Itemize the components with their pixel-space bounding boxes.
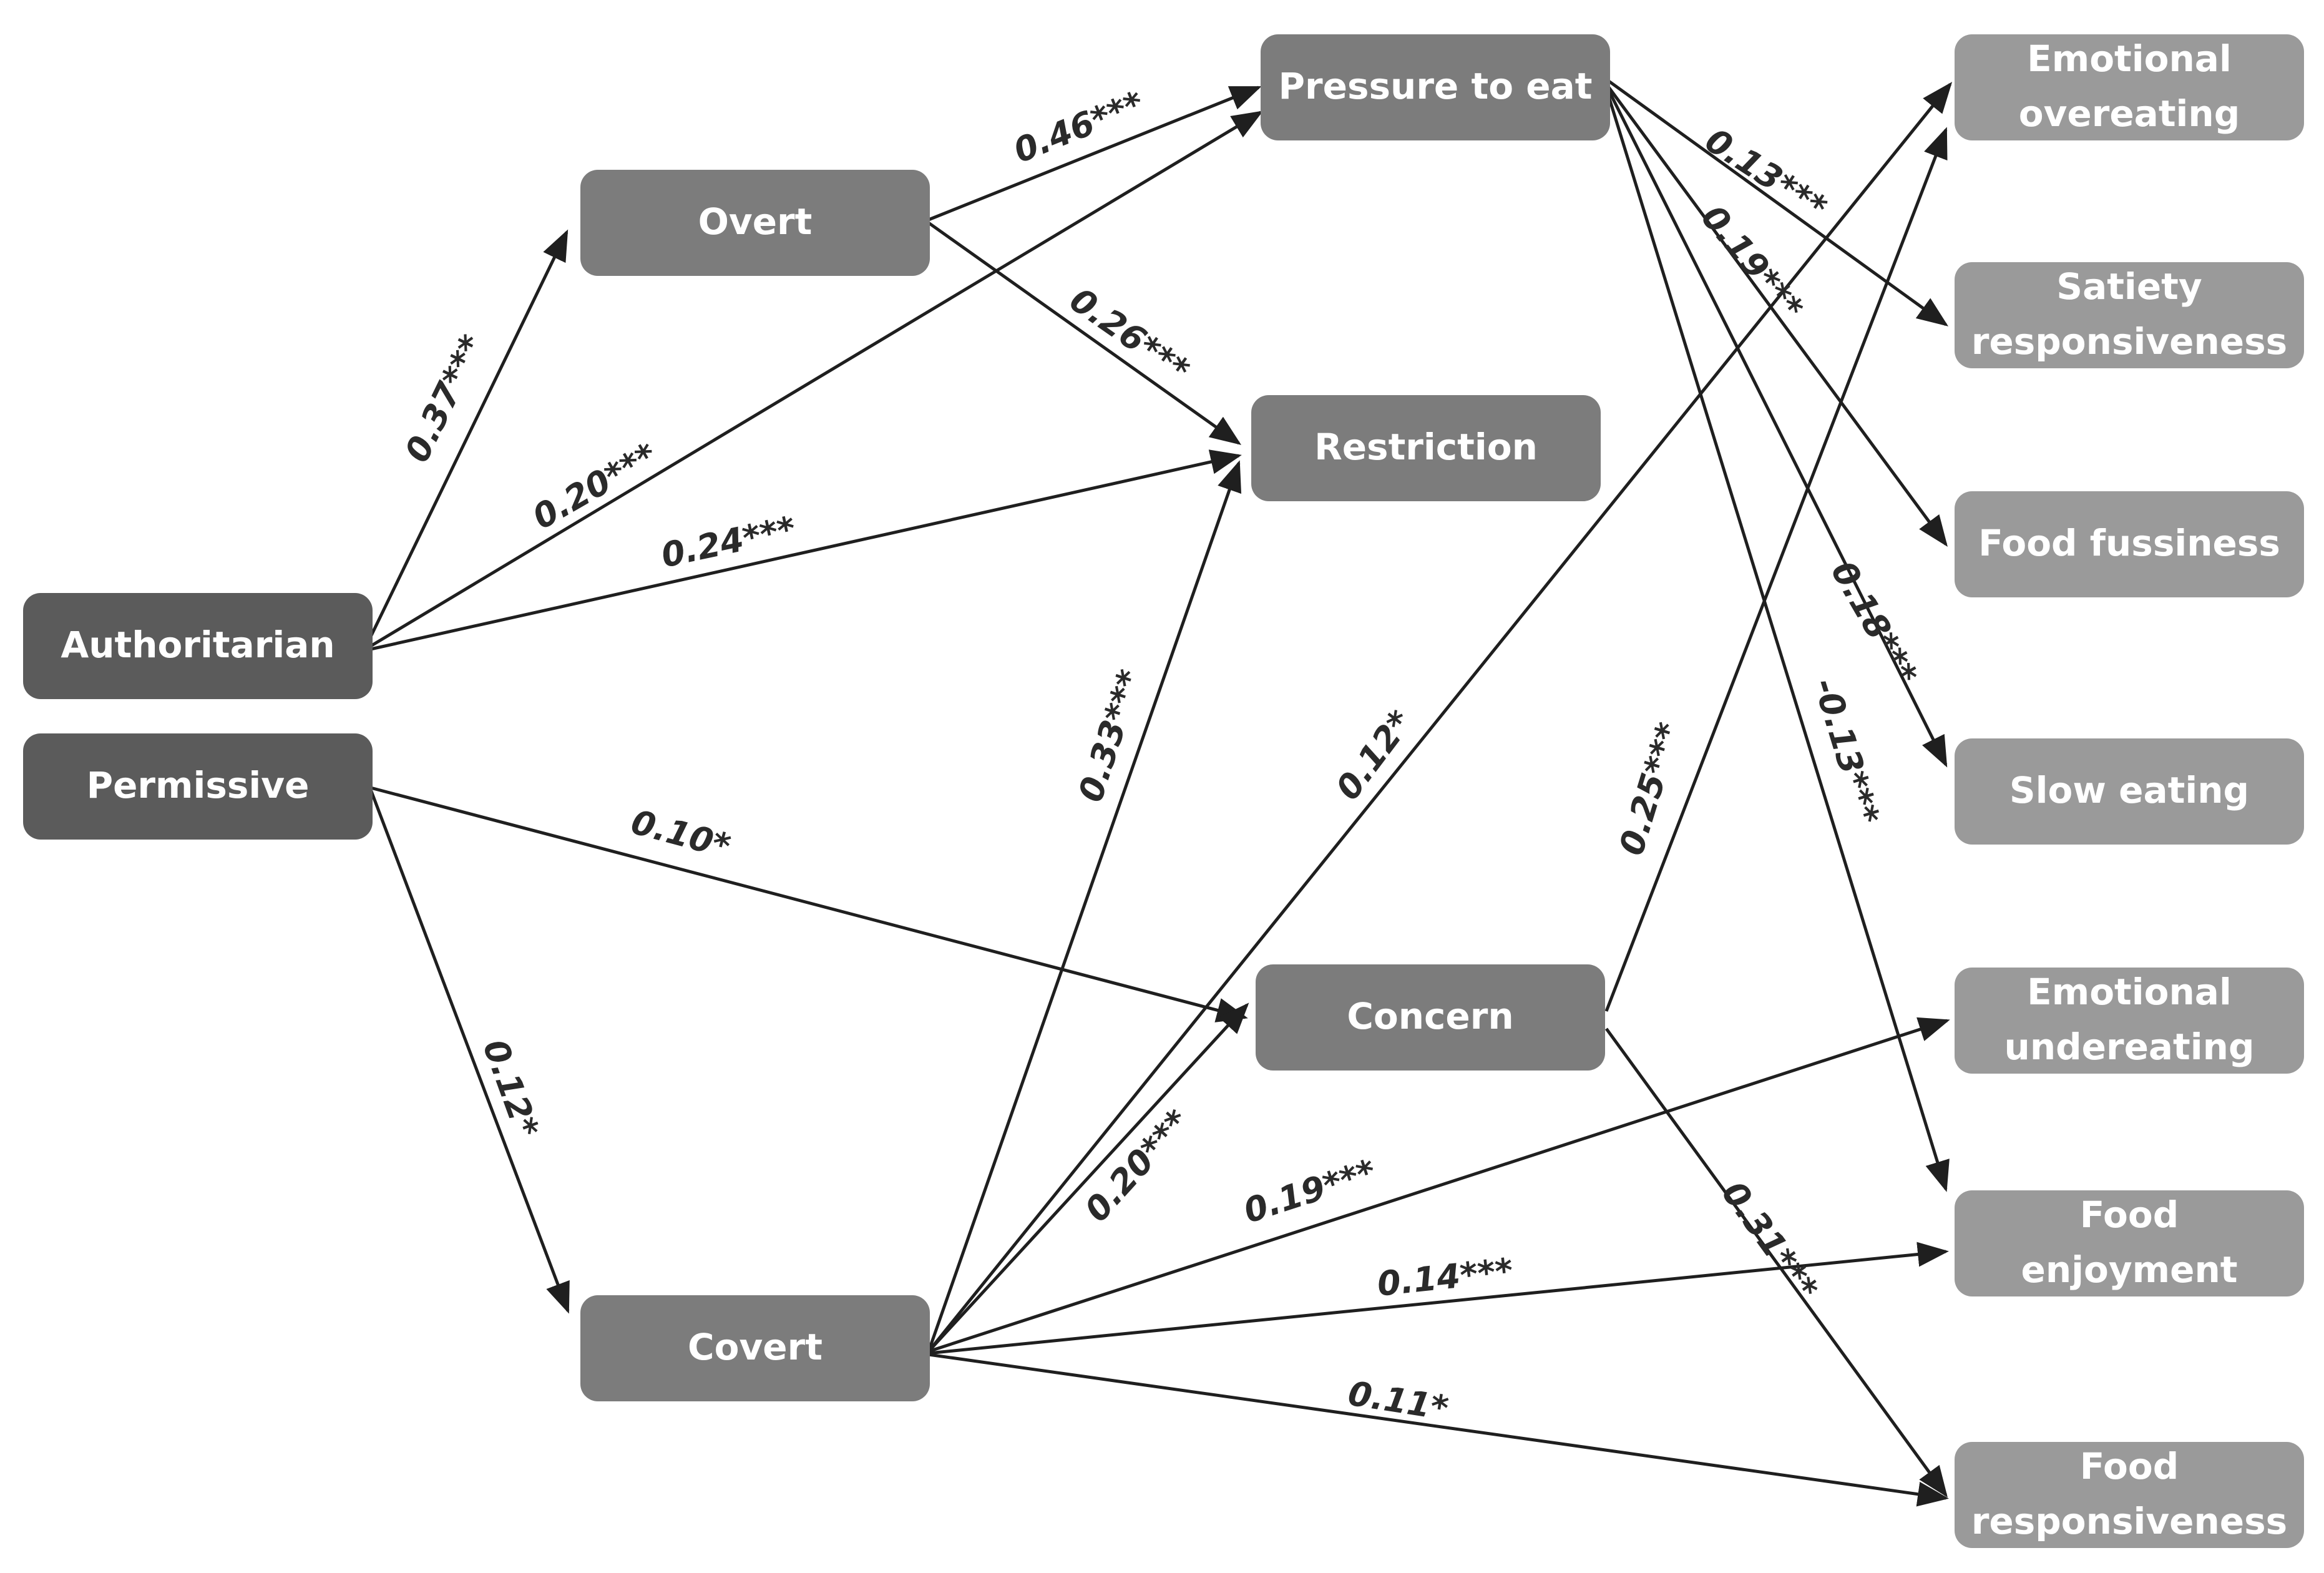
node-label: Restriction <box>1314 426 1538 468</box>
path-arrow-overt-pressure <box>928 86 1262 222</box>
path-coefficient-covert-responsiveness: 0.11* <box>1345 1373 1451 1428</box>
node-label: responsiveness <box>1971 1500 2287 1542</box>
path-arrow-auth-overt <box>369 229 569 638</box>
path-coefficient-covert-concern: 0.20*** <box>1077 1102 1198 1229</box>
node-box <box>1955 262 2304 368</box>
node-emo-under: Emotional undereating <box>1955 968 2304 1074</box>
node-box <box>1955 738 2304 845</box>
path-arrow-concern-emoover <box>1604 127 1948 1012</box>
node-fussiness: Food fussiness <box>1955 491 2304 597</box>
node-box <box>23 593 373 699</box>
path-arrow-covert-concern <box>927 1002 1249 1353</box>
node-label: Authoritarian <box>61 624 334 666</box>
node-label: Pressure to eat <box>1279 65 1593 107</box>
node-box <box>1955 1190 2304 1296</box>
node-label: Overt <box>698 200 813 243</box>
path-coefficient-pressure-enjoyment: -0.13*** <box>1805 674 1887 829</box>
node-emo-over: Emotional overeating <box>1955 34 2304 140</box>
node-authoritarian: Authoritarian <box>23 593 373 699</box>
node-label: Food <box>2080 1445 2179 1487</box>
path-arrow-perm-concern <box>370 786 1248 1022</box>
path-coefficient-perm-covert: 0.12* <box>475 1034 546 1142</box>
edge-layer <box>369 79 1953 1507</box>
node-concern: Concern <box>1256 964 1605 1071</box>
node-label: Emotional <box>2027 37 2232 80</box>
label-layer: 0.37***0.20***0.24***0.46***0.26***0.10*… <box>397 83 1925 1428</box>
path-arrow-pressure-slow <box>1607 89 1948 768</box>
node-label: responsiveness <box>1971 320 2287 363</box>
path-coefficient-covert-emounder: 0.19*** <box>1239 1152 1380 1231</box>
node-box <box>1256 964 1605 1071</box>
node-label: Food <box>2080 1193 2179 1236</box>
path-coefficient-auth-pressure: 0.20*** <box>526 435 663 537</box>
node-enjoyment: Food enjoyment <box>1955 1190 2304 1296</box>
node-box <box>1251 395 1601 501</box>
path-arrow-pressure-fussiness <box>1607 86 1948 547</box>
node-label: Emotional <box>2027 971 2232 1013</box>
node-restriction: Restriction <box>1251 395 1601 501</box>
node-box <box>580 1295 930 1401</box>
node-label: Permissive <box>87 764 310 806</box>
node-box <box>1955 34 2304 140</box>
path-coefficient-auth-restriction: 0.24*** <box>658 509 799 576</box>
path-coefficient-perm-concern: 0.10* <box>627 802 735 866</box>
node-box <box>1955 968 2304 1074</box>
node-slow: Slow eating <box>1955 738 2304 845</box>
node-covert: Covert <box>580 1295 930 1401</box>
path-arrow-covert-emounder <box>928 1017 1950 1353</box>
node-box <box>1955 491 2304 597</box>
node-box <box>1261 34 1610 140</box>
path-arrow-covert-emoover <box>927 82 1953 1353</box>
path-arrow-covert-restriction <box>927 460 1242 1352</box>
node-label: undereating <box>2004 1026 2255 1068</box>
node-label: Concern <box>1347 995 1513 1037</box>
path-coefficient-pressure-slow: 0.18*** <box>1824 554 1926 692</box>
path-arrow-pressure-satiety <box>1608 79 1949 326</box>
path-arrow-overt-restriction <box>927 221 1242 445</box>
node-overt: Overt <box>580 170 930 276</box>
node-label: Slow eating <box>2009 769 2249 811</box>
path-arrow-auth-restriction <box>370 449 1242 651</box>
node-permissive: Permissive <box>23 733 373 840</box>
path-coefficient-overt-restriction: 0.26*** <box>1063 280 1197 391</box>
path-coefficient-concern-responsiveness: 0.31*** <box>1714 1174 1826 1307</box>
path-coefficient-covert-emoover: 0.12* <box>1328 703 1420 807</box>
path-arrow-perm-covert <box>369 789 570 1314</box>
path-arrow-covert-responsiveness <box>928 1353 1949 1507</box>
node-satiety: Satiety responsiveness <box>1955 262 2304 368</box>
path-arrow-pressure-enjoyment <box>1607 96 1950 1192</box>
path-coefficient-overt-pressure: 0.46*** <box>1008 83 1150 170</box>
path-coefficient-pressure-fussiness: 0.19*** <box>1694 198 1811 327</box>
node-label: Covert <box>688 1326 823 1368</box>
node-label: enjoyment <box>2021 1248 2238 1291</box>
path-arrow-concern-responsiveness <box>1604 1027 1948 1498</box>
node-label: Food fussiness <box>1978 522 2280 564</box>
path-arrow-covert-enjoyment <box>928 1242 1949 1355</box>
node-box <box>23 733 373 840</box>
node-label: Satiety <box>2056 265 2202 308</box>
path-coefficient-auth-overt: 0.37*** <box>397 329 492 469</box>
path-coefficient-covert-restriction: 0.33*** <box>1071 665 1150 806</box>
node-responsiveness: Food responsiveness <box>1955 1442 2304 1548</box>
path-arrow-auth-pressure <box>369 110 1264 648</box>
node-box <box>1955 1442 2304 1548</box>
node-label: overeating <box>2019 92 2240 135</box>
path-coefficient-concern-emoover: 0.25*** <box>1611 718 1689 860</box>
node-box <box>580 170 930 276</box>
node-pressure: Pressure to eat <box>1261 34 1610 140</box>
